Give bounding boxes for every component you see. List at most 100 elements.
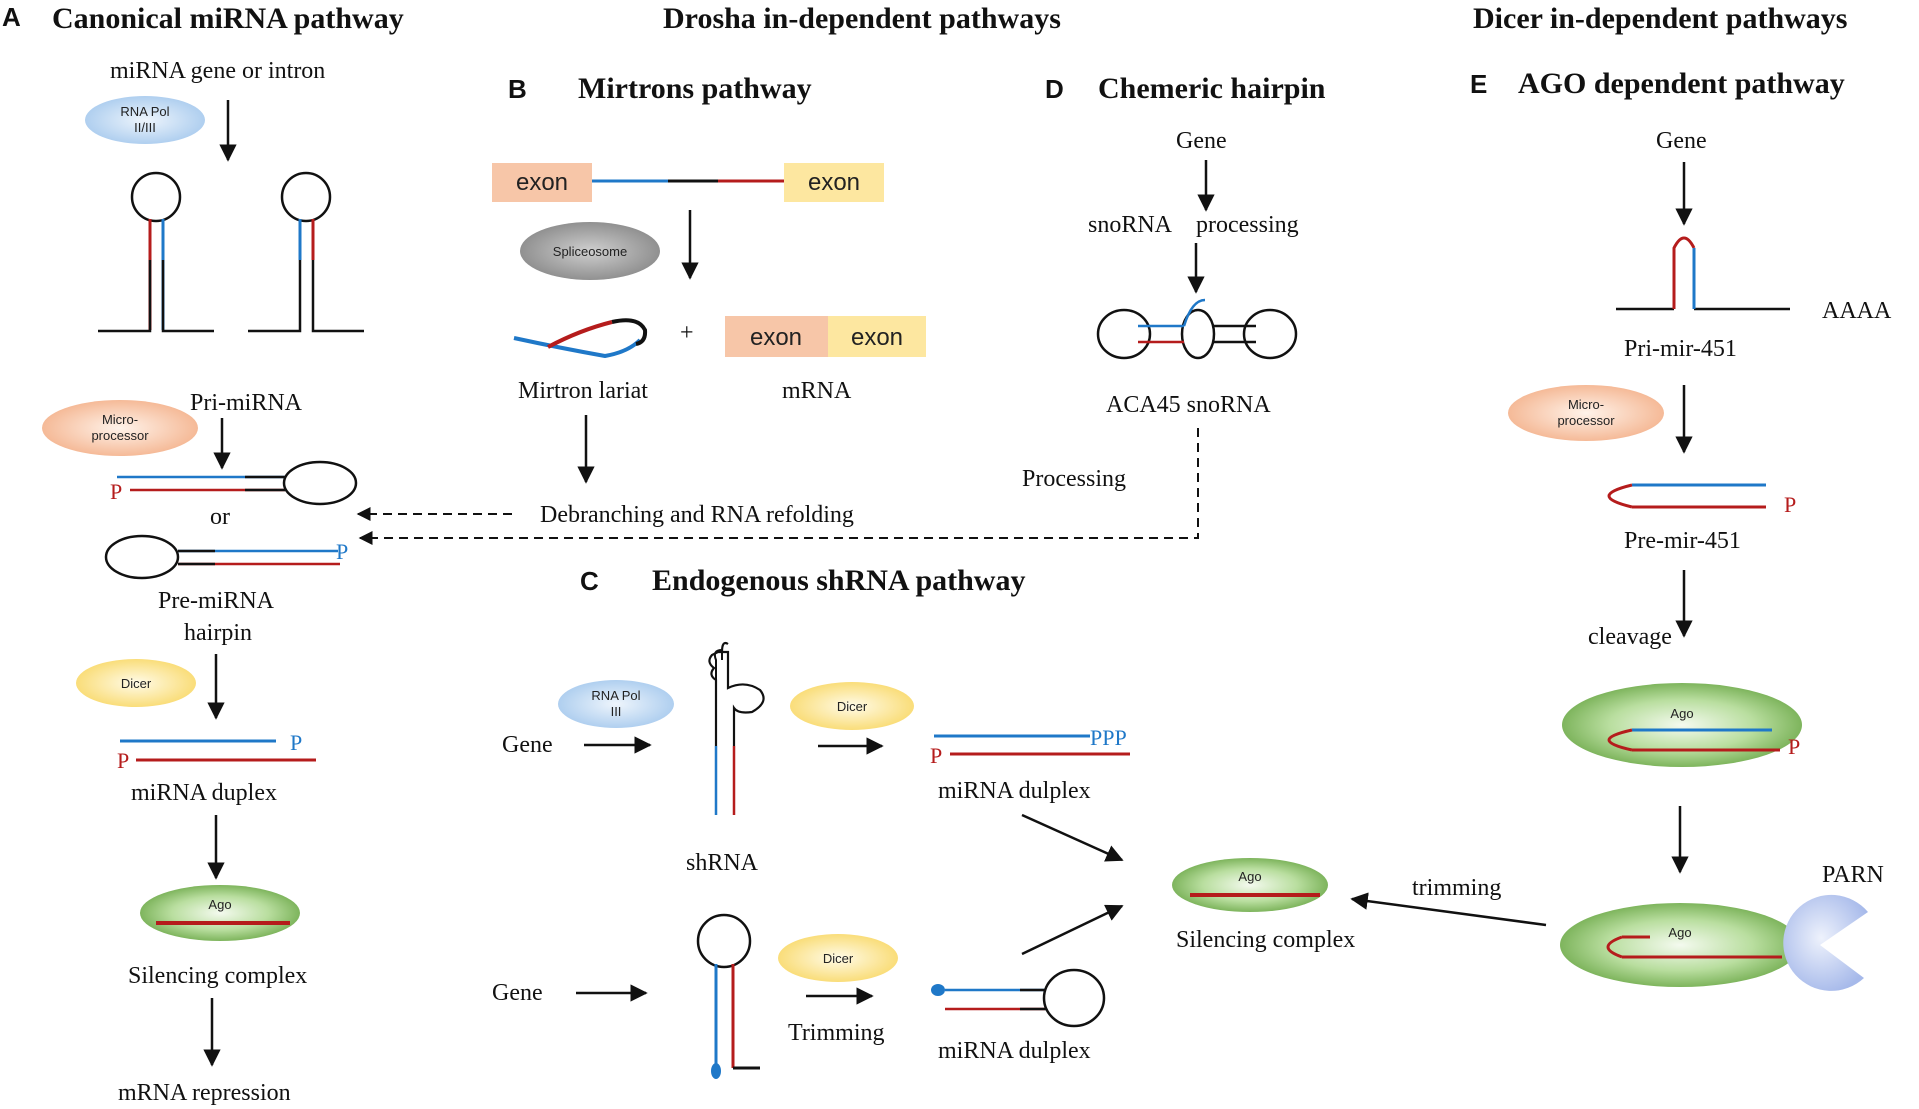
mirna-duplex-c2 [931, 968, 1106, 1028]
pre-mirna-label: Pre-miRNA [158, 588, 275, 614]
pre-mir-451-label: Pre-mir-451 [1624, 528, 1741, 554]
rna-pol-iii-label-line1: RNA Pol [591, 688, 640, 703]
spliceosome-blob: Spliceosome [520, 222, 660, 280]
chimeric-gene-label: Gene [1176, 128, 1227, 154]
canonical-gene-label: miRNA gene or intron [110, 58, 325, 84]
mirna-duplex-label-c2: miRNA dulplex [938, 1038, 1091, 1064]
pri-mirna-hairpin-right [248, 171, 364, 333]
mirna-duplex-label-c1: miRNA dulplex [938, 778, 1091, 804]
shrna-structure [708, 641, 765, 815]
pre-mirna-loop-left: P [104, 534, 348, 580]
dicer-blob-c2: Dicer [778, 934, 898, 982]
mirtrons-pathway-title: Mirtrons pathway [578, 72, 812, 105]
pre-mirna-hairpin-label: hairpin [184, 620, 252, 646]
pri-mir-451-structure [1616, 236, 1790, 311]
panel-label-b: B [508, 74, 527, 104]
endogenous-hairpin-2 [696, 913, 760, 1079]
panel-label-a: A [2, 2, 21, 32]
ago-gene-label: Gene [1656, 128, 1707, 154]
silencing-complex-label-center: Silencing complex [1176, 927, 1355, 953]
microprocessor-label-e-line1: Micro- [1568, 397, 1604, 412]
dashed-arrow-processing-to-pre [358, 428, 1199, 545]
parn-label: PARN [1822, 862, 1884, 888]
cleavage-label: cleavage [1588, 624, 1672, 650]
microprocessor-label-a-line1: Micro- [102, 412, 138, 427]
p-mark-pre451: P [1784, 492, 1796, 517]
mrna-repression-label: mRNA repression [118, 1080, 291, 1106]
dicer-label-c2: Dicer [823, 951, 854, 966]
panel-label-c: C [580, 566, 599, 596]
silencing-complex-label-a: Silencing complex [128, 963, 307, 989]
dicer-blob-a: Dicer [76, 659, 196, 707]
exon-label-4: exon [851, 324, 903, 351]
dicer-label-c1: Dicer [837, 699, 868, 714]
ago-silencing-complex-a: Ago [140, 885, 300, 941]
rna-pol-iii-label-line2: III [611, 704, 622, 719]
chimeric-processing-label: Processing [1022, 466, 1126, 492]
p-mark-ago-e: P [1788, 734, 1800, 759]
mrna-label: mRNA [782, 378, 852, 404]
pre-mir-451-structure: P [1607, 483, 1796, 517]
pre-mirna-loop-right: P [110, 460, 358, 506]
debranching-label: Debranching and RNA refolding [540, 502, 854, 528]
chimeric-hairpin-title: Chemeric hairpin [1098, 72, 1326, 105]
rna-pol-iii-blob: RNA Pol III [558, 680, 674, 728]
p-mark-duplex-red: P [117, 748, 129, 773]
arrow-duplex2-to-silencing [1021, 904, 1124, 956]
snorna-label: snoRNA [1088, 212, 1173, 238]
dicer-blob-c1: Dicer [790, 682, 914, 730]
arrow-trimming-to-silencing [1350, 892, 1547, 927]
ago-dependent-title: AGO dependent pathway [1518, 67, 1845, 100]
ago-complex-trimming: Ago [1560, 903, 1800, 987]
dicer-label-a: Dicer [121, 676, 152, 691]
microprocessor-blob-e: Micro- processor [1508, 385, 1664, 441]
p-mark-pre-1: P [110, 479, 122, 504]
panel-label-d: D [1045, 74, 1064, 104]
dicer-independent-header: Dicer in-dependent pathways [1473, 2, 1847, 35]
exon-label-2: exon [808, 169, 860, 196]
processing-word-label: processing [1196, 212, 1299, 238]
pri-mirna-label: Pri-miRNA [190, 390, 303, 416]
microprocessor-label-a-line2: processor [91, 428, 149, 443]
plus-sign: + [680, 320, 694, 346]
shrna-gene-label-1: Gene [502, 732, 553, 758]
ago-label-e1: Ago [1670, 706, 1693, 721]
ago-label-e2: Ago [1668, 925, 1691, 940]
ago-silencing-complex-center: Ago [1172, 858, 1328, 912]
mirna-duplex-a: P P [117, 730, 316, 773]
trimming-label-e: trimming [1412, 875, 1501, 901]
microprocessor-label-e-line2: processor [1557, 413, 1615, 428]
p-mark-pre-2: P [336, 539, 348, 564]
mirna-duplex-label: miRNA duplex [131, 780, 277, 806]
trimming-label-c: Trimming [788, 1020, 884, 1046]
ago-label-a: Ago [208, 897, 231, 912]
shrna-label: shRNA [686, 850, 759, 876]
pri-mirna-hairpin-left [98, 171, 214, 333]
aaaa-label: AAAA [1822, 298, 1892, 324]
pri-mir-451-label: Pri-mir-451 [1624, 336, 1737, 362]
mrna-spliced: exon exon [725, 316, 926, 357]
arrow-duplex1-to-silencing [1021, 813, 1124, 862]
exon-label-3: exon [750, 324, 802, 351]
rna-pol-label-line2: II/III [134, 120, 156, 135]
endogenous-shrna-title: Endogenous shRNA pathway [652, 564, 1025, 597]
rna-pol-label-line1: RNA Pol [120, 104, 169, 119]
microprocessor-blob-a: Micro- processor [42, 400, 198, 456]
or-label: or [210, 504, 230, 530]
panel-label-e: E [1470, 69, 1487, 99]
parn-enzyme [1783, 894, 1868, 991]
rna-pol-ii-iii-blob: RNA Pol II/III [85, 96, 205, 144]
mirtron-lariat-label: Mirtron lariat [518, 378, 648, 404]
aca45-snorna-label: ACA45 snoRNA [1106, 392, 1271, 418]
mirna-duplex-c1: PPP P [930, 725, 1130, 768]
aca45-snorna-structure [1096, 298, 1298, 360]
exon-label-1: exon [516, 169, 568, 196]
ago-label-center: Ago [1238, 869, 1261, 884]
canonical-pathway-header: Canonical miRNA pathway [52, 2, 404, 35]
mirtron-lariat [513, 318, 648, 359]
pre-splicing-transcript: exon exon [492, 163, 884, 202]
shrna-gene-label-2: Gene [492, 980, 543, 1006]
drosha-independent-header: Drosha in-dependent pathways [663, 2, 1061, 35]
p-mark-duplex-blue: P [290, 730, 302, 755]
